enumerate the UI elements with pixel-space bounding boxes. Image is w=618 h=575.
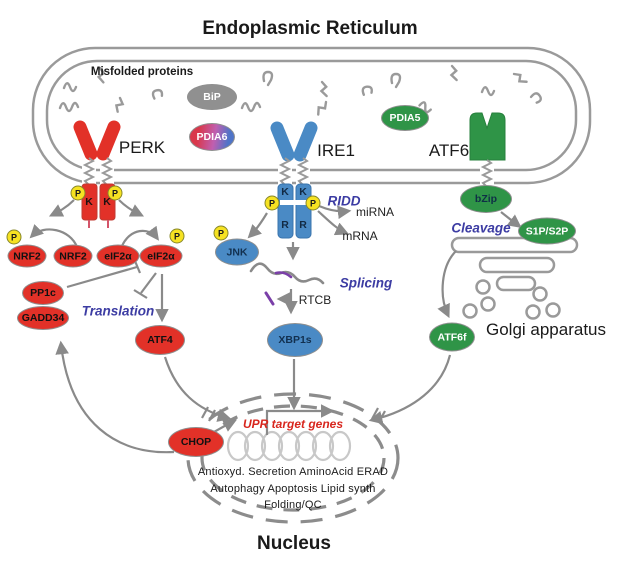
jnk-p-badge: P <box>213 225 229 241</box>
gene-list-line2: Autophagy Apoptosis Lipid synth <box>210 483 376 495</box>
jnk-node: JNK <box>215 238 259 266</box>
golgi-apparatus <box>450 236 579 320</box>
golgi-label: Golgi apparatus <box>485 320 607 339</box>
translation-label: Translation <box>81 303 155 319</box>
misfolded-proteins-label: Misfolded proteins <box>90 66 194 78</box>
nrf2-p-badge: P <box>6 229 22 245</box>
perk-kinase-k-right: K <box>103 196 111 208</box>
pdia5-node: PDIA5 <box>381 105 429 131</box>
nrf2-node: NRF2 <box>53 244 93 268</box>
er-membrane <box>31 46 592 185</box>
gene-transcription-arrow <box>265 404 335 435</box>
diagram-title: Endoplasmic Reticulum <box>202 18 418 39</box>
bzip-node: bZip <box>460 185 512 213</box>
xbp1s-node: XBP1s <box>267 323 323 357</box>
cleavage-label: Cleavage <box>451 220 511 236</box>
perk-label: PERK <box>118 138 166 157</box>
perk-receptor <box>73 120 121 228</box>
eif2a-p-node: eIF2α <box>139 244 183 268</box>
ire1-kinase-k-left: K <box>281 186 289 198</box>
atf4-node: ATF4 <box>135 325 185 355</box>
ire1-rnase-r-right: R <box>299 219 307 231</box>
inhibition-tbars <box>66 260 157 299</box>
eif2a-p-badge: P <box>169 228 185 244</box>
ridd-label: RIDD <box>327 193 361 209</box>
rtcb-label: RTCB <box>298 293 332 307</box>
perk-kinase-k-left: K <box>85 196 93 208</box>
mirna-label: miRNA <box>356 205 394 219</box>
nrf2-p-node: NRF2 <box>7 244 47 268</box>
s1p-s2p-node: S1P/S2P <box>518 217 576 245</box>
pathway-arrows <box>29 199 522 454</box>
spliced-intron <box>264 291 275 306</box>
ire1-label: IRE1 <box>317 141 355 160</box>
chop-node: CHOP <box>168 427 224 457</box>
atf6-label: ATF6 <box>428 141 470 160</box>
ire1-left-p-badge: P <box>264 195 280 211</box>
splicing-label: Splicing <box>339 275 393 291</box>
gene-list-line3: Folding/QC <box>264 499 322 511</box>
mrna-label: mRNA <box>342 229 378 243</box>
gene-list-line1: Antioxyd. Secretion AminoAcid ERAD <box>197 466 389 478</box>
pp1c-node: PP1c <box>22 281 64 305</box>
dna-helix <box>226 430 352 462</box>
perk-left-p-badge: P <box>70 185 86 201</box>
gadd34-node: GADD34 <box>17 306 69 330</box>
ire1-rnase-r-left: R <box>281 219 289 231</box>
upr-target-genes-label: UPR target genes <box>242 417 344 431</box>
bip-node: BiP <box>187 84 237 110</box>
atf6f-node: ATF6f <box>429 322 475 352</box>
ire1-kinase-k-right: K <box>299 186 307 198</box>
misfolded-protein-squiggles <box>58 64 542 116</box>
ire1-right-p-badge: P <box>305 195 321 211</box>
atf6-receptor <box>469 112 506 188</box>
ire1-receptor <box>270 121 318 239</box>
envelope-crossing-marks <box>201 406 386 423</box>
perk-right-p-badge: P <box>107 185 123 201</box>
xbp1-mrna-squiggle <box>249 262 325 306</box>
eif2a-node: eIF2α <box>96 244 140 268</box>
pdia6-node: PDIA6 <box>189 123 235 151</box>
nucleus-label: Nucleus <box>257 533 331 554</box>
